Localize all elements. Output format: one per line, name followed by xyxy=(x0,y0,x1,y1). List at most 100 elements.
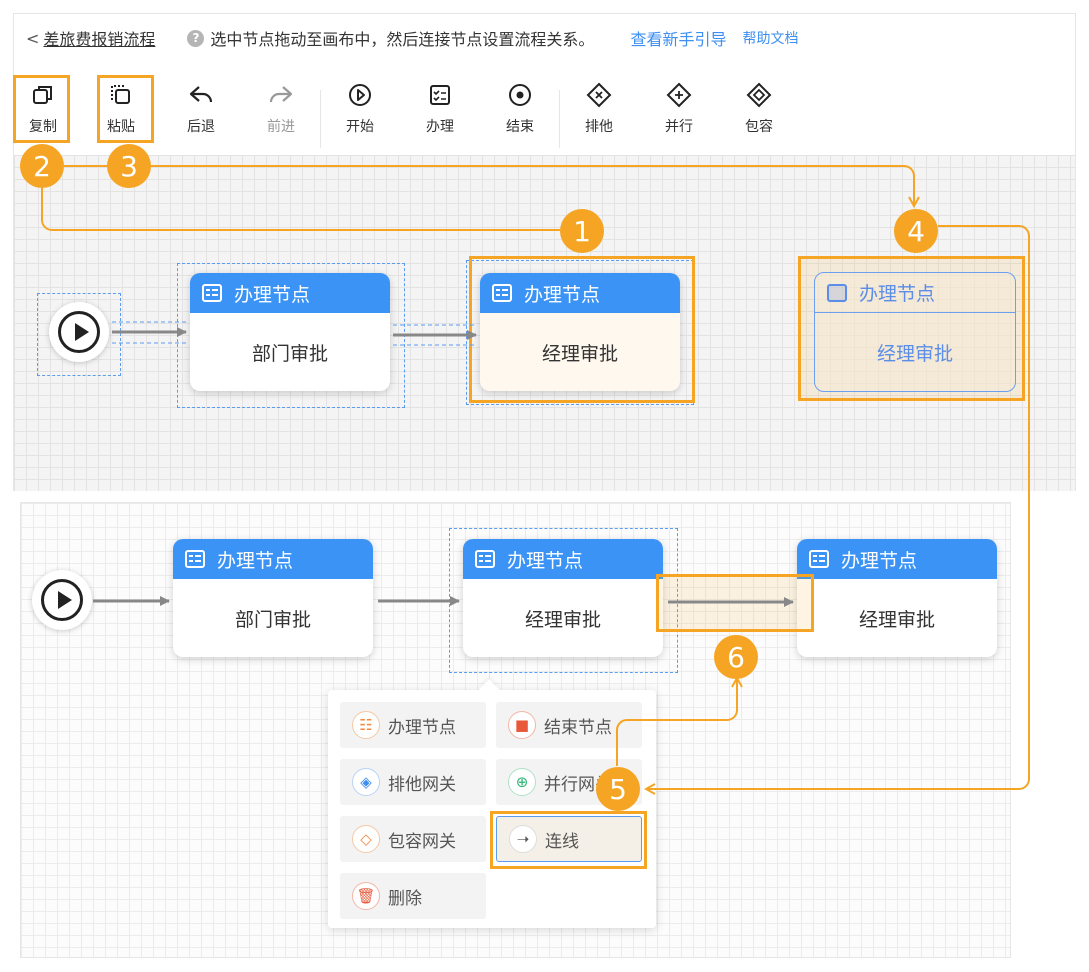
node-name: 经理审批 xyxy=(858,608,935,631)
inclusive-gateway-icon xyxy=(746,82,772,108)
node-name: 部门审批 xyxy=(251,342,328,365)
highlight-connect-item xyxy=(490,811,647,869)
task-list-icon xyxy=(430,85,450,105)
paste-icon xyxy=(111,85,130,104)
menu-label: 排他网关 xyxy=(388,774,456,795)
step-badge-1: 1 xyxy=(560,209,604,253)
node-type: 办理节点 xyxy=(234,283,311,306)
end-label: 结束 xyxy=(506,119,534,135)
leader-badge4-to-badge5 xyxy=(646,225,1030,789)
parallel-gateway-icon xyxy=(666,82,692,108)
node-type: 办理节点 xyxy=(507,549,584,572)
inclusive-label: 包容 xyxy=(745,119,773,135)
paste-button[interactable]: 粘贴 xyxy=(92,74,150,146)
menu-label: 并行网关 xyxy=(544,774,612,795)
guide-link[interactable]: 查看新手引导 xyxy=(630,30,727,49)
hint-text: ? 选中节点拖动至画布中，然后连接节点设置流程关系。 xyxy=(187,26,594,50)
step-badge-3: 3 xyxy=(107,144,151,188)
menu-item-exclusive-gateway[interactable]: ◈ 排他网关 xyxy=(340,759,486,805)
task-node[interactable]: 办理节点 经理审批 xyxy=(797,539,997,657)
parallel-label: 并行 xyxy=(665,119,693,135)
step-badge-2: 2 xyxy=(20,144,64,188)
redo-button[interactable]: 前进 xyxy=(252,74,310,146)
task-node-tool[interactable]: 办理 xyxy=(411,74,469,146)
task-node-selected[interactable]: 办理节点 经理审批 xyxy=(463,539,663,657)
step-badge-6: 6 xyxy=(714,635,758,679)
leader-badge5-to-badge6 xyxy=(616,678,737,766)
task-list-icon: ☷ xyxy=(352,711,380,739)
edge-node1-to-node2[interactable] xyxy=(393,324,477,346)
highlight-selected-node xyxy=(469,256,695,403)
menu-label: 连线 xyxy=(545,831,579,852)
start-selection xyxy=(37,293,121,376)
arrow-right-icon: ➝ xyxy=(509,825,537,853)
task-list-icon xyxy=(202,284,222,302)
task-node[interactable]: 办理节点 部门审批 xyxy=(190,273,390,391)
node-name: 经理审批 xyxy=(524,608,601,631)
highlight-paste xyxy=(97,75,154,143)
edge-start-to-node1[interactable] xyxy=(112,321,187,344)
exclusive-gateway-icon xyxy=(586,82,612,108)
task-list-icon xyxy=(475,550,495,568)
highlight-copy xyxy=(13,75,70,143)
task-list-icon xyxy=(827,283,847,302)
menu-item-connect[interactable]: ➝ 连线 xyxy=(496,816,642,862)
start-node[interactable] xyxy=(49,302,109,362)
node-context-menu: ☷ 办理节点 ■ 结束节点 ◈ 排他网关 ⊕ 并行网关 ◇ 包容网关 ➝ 连线 … xyxy=(328,690,656,928)
process-title[interactable]: 差旅费报销流程 xyxy=(43,30,156,49)
start-node[interactable] xyxy=(32,570,92,630)
node-name: 部门审批 xyxy=(234,608,311,631)
task-label: 办理 xyxy=(426,119,454,135)
undo-label: 后退 xyxy=(187,119,215,135)
inclusive-gateway-icon: ◇ xyxy=(352,825,380,853)
undo-button[interactable]: 后退 xyxy=(172,74,230,146)
menu-label: 结束节点 xyxy=(544,717,612,738)
copy-icon xyxy=(33,86,52,104)
inclusive-gateway-tool[interactable]: 包容 xyxy=(730,74,788,146)
menu-item-delete[interactable]: 🗑 删除 xyxy=(340,873,486,919)
stop-circle-icon: ■ xyxy=(508,711,536,739)
parallel-gateway-icon: ⊕ xyxy=(508,768,536,796)
task-node-selected[interactable]: 办理节点 经理审批 xyxy=(480,273,680,391)
end-circle-icon xyxy=(509,84,531,106)
undo-icon xyxy=(189,86,213,103)
leader-badge2-to-badge1 xyxy=(41,188,560,231)
question-icon: ? xyxy=(187,29,205,47)
node-type: 办理节点 xyxy=(217,549,294,572)
node-name: 经理审批 xyxy=(876,342,953,365)
task-list-icon xyxy=(185,550,205,568)
menu-label: 办理节点 xyxy=(388,717,456,738)
toolbar-divider xyxy=(320,90,321,148)
redo-label: 前进 xyxy=(267,119,295,135)
back-link[interactable]: < 差旅费报销流程 xyxy=(26,26,155,50)
pasted-ghost-node[interactable]: 办理节点 经理审批 xyxy=(814,272,1016,392)
task-list-icon xyxy=(492,284,512,302)
exclusive-gateway-tool[interactable]: 排他 xyxy=(570,74,628,146)
trash-icon: 🗑 xyxy=(352,882,380,910)
paste-label: 粘贴 xyxy=(107,119,135,135)
menu-item-task-node[interactable]: ☷ 办理节点 xyxy=(340,702,486,748)
toolbar-divider xyxy=(559,90,560,148)
help-doc-link[interactable]: 帮助文档 xyxy=(742,31,799,47)
header-bar: < 差旅费报销流程 ? 选中节点拖动至画布中，然后连接节点设置流程关系。 查看新… xyxy=(14,14,1075,62)
exclusive-gateway-icon: ◈ xyxy=(352,768,380,796)
menu-label: 包容网关 xyxy=(388,831,456,852)
exclusive-label: 排他 xyxy=(585,119,613,135)
node-type: 办理节点 xyxy=(524,283,601,306)
copy-button[interactable]: 复制 xyxy=(14,74,72,146)
task-node[interactable]: 办理节点 部门审批 xyxy=(173,539,373,657)
node-type: 办理节点 xyxy=(859,283,936,305)
start-node-tool[interactable]: 开始 xyxy=(331,74,389,146)
task-list-icon xyxy=(809,550,829,568)
copy-label: 复制 xyxy=(29,119,57,135)
redo-icon xyxy=(269,86,293,103)
node-name: 经理审批 xyxy=(480,313,680,391)
play-icon xyxy=(41,579,83,621)
menu-label: 删除 xyxy=(388,888,422,909)
menu-item-inclusive-gateway[interactable]: ◇ 包容网关 xyxy=(340,816,486,862)
end-node-tool[interactable]: 结束 xyxy=(491,74,549,146)
parallel-gateway-tool[interactable]: 并行 xyxy=(650,74,708,146)
node-type: 办理节点 xyxy=(841,549,918,572)
leader-badge3-to-badge4 xyxy=(64,165,914,206)
